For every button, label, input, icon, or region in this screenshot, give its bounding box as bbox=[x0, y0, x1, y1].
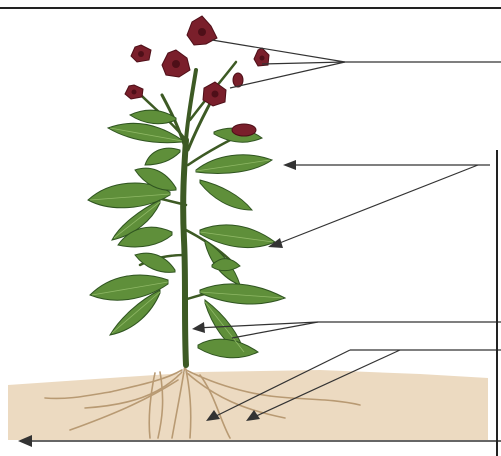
leaf bbox=[108, 123, 182, 142]
soil-area bbox=[8, 370, 488, 440]
flower bbox=[203, 82, 226, 106]
pointer-leaves-2 bbox=[272, 165, 478, 246]
pointer-flowers-3 bbox=[230, 62, 345, 88]
flower bbox=[131, 45, 151, 62]
leaf bbox=[196, 155, 272, 174]
arrowhead-leaves-1 bbox=[283, 160, 296, 170]
arrowhead-stem bbox=[192, 322, 205, 333]
flower bbox=[162, 50, 190, 77]
leaf bbox=[200, 180, 252, 210]
leaf bbox=[130, 110, 176, 124]
leaf bbox=[200, 284, 285, 304]
leaf bbox=[198, 339, 258, 358]
leaf bbox=[145, 148, 180, 165]
flower-bud bbox=[232, 124, 256, 136]
flower bbox=[125, 85, 143, 99]
pointer-flowers-1 bbox=[212, 40, 345, 62]
pointer-flowers-2 bbox=[262, 62, 345, 64]
